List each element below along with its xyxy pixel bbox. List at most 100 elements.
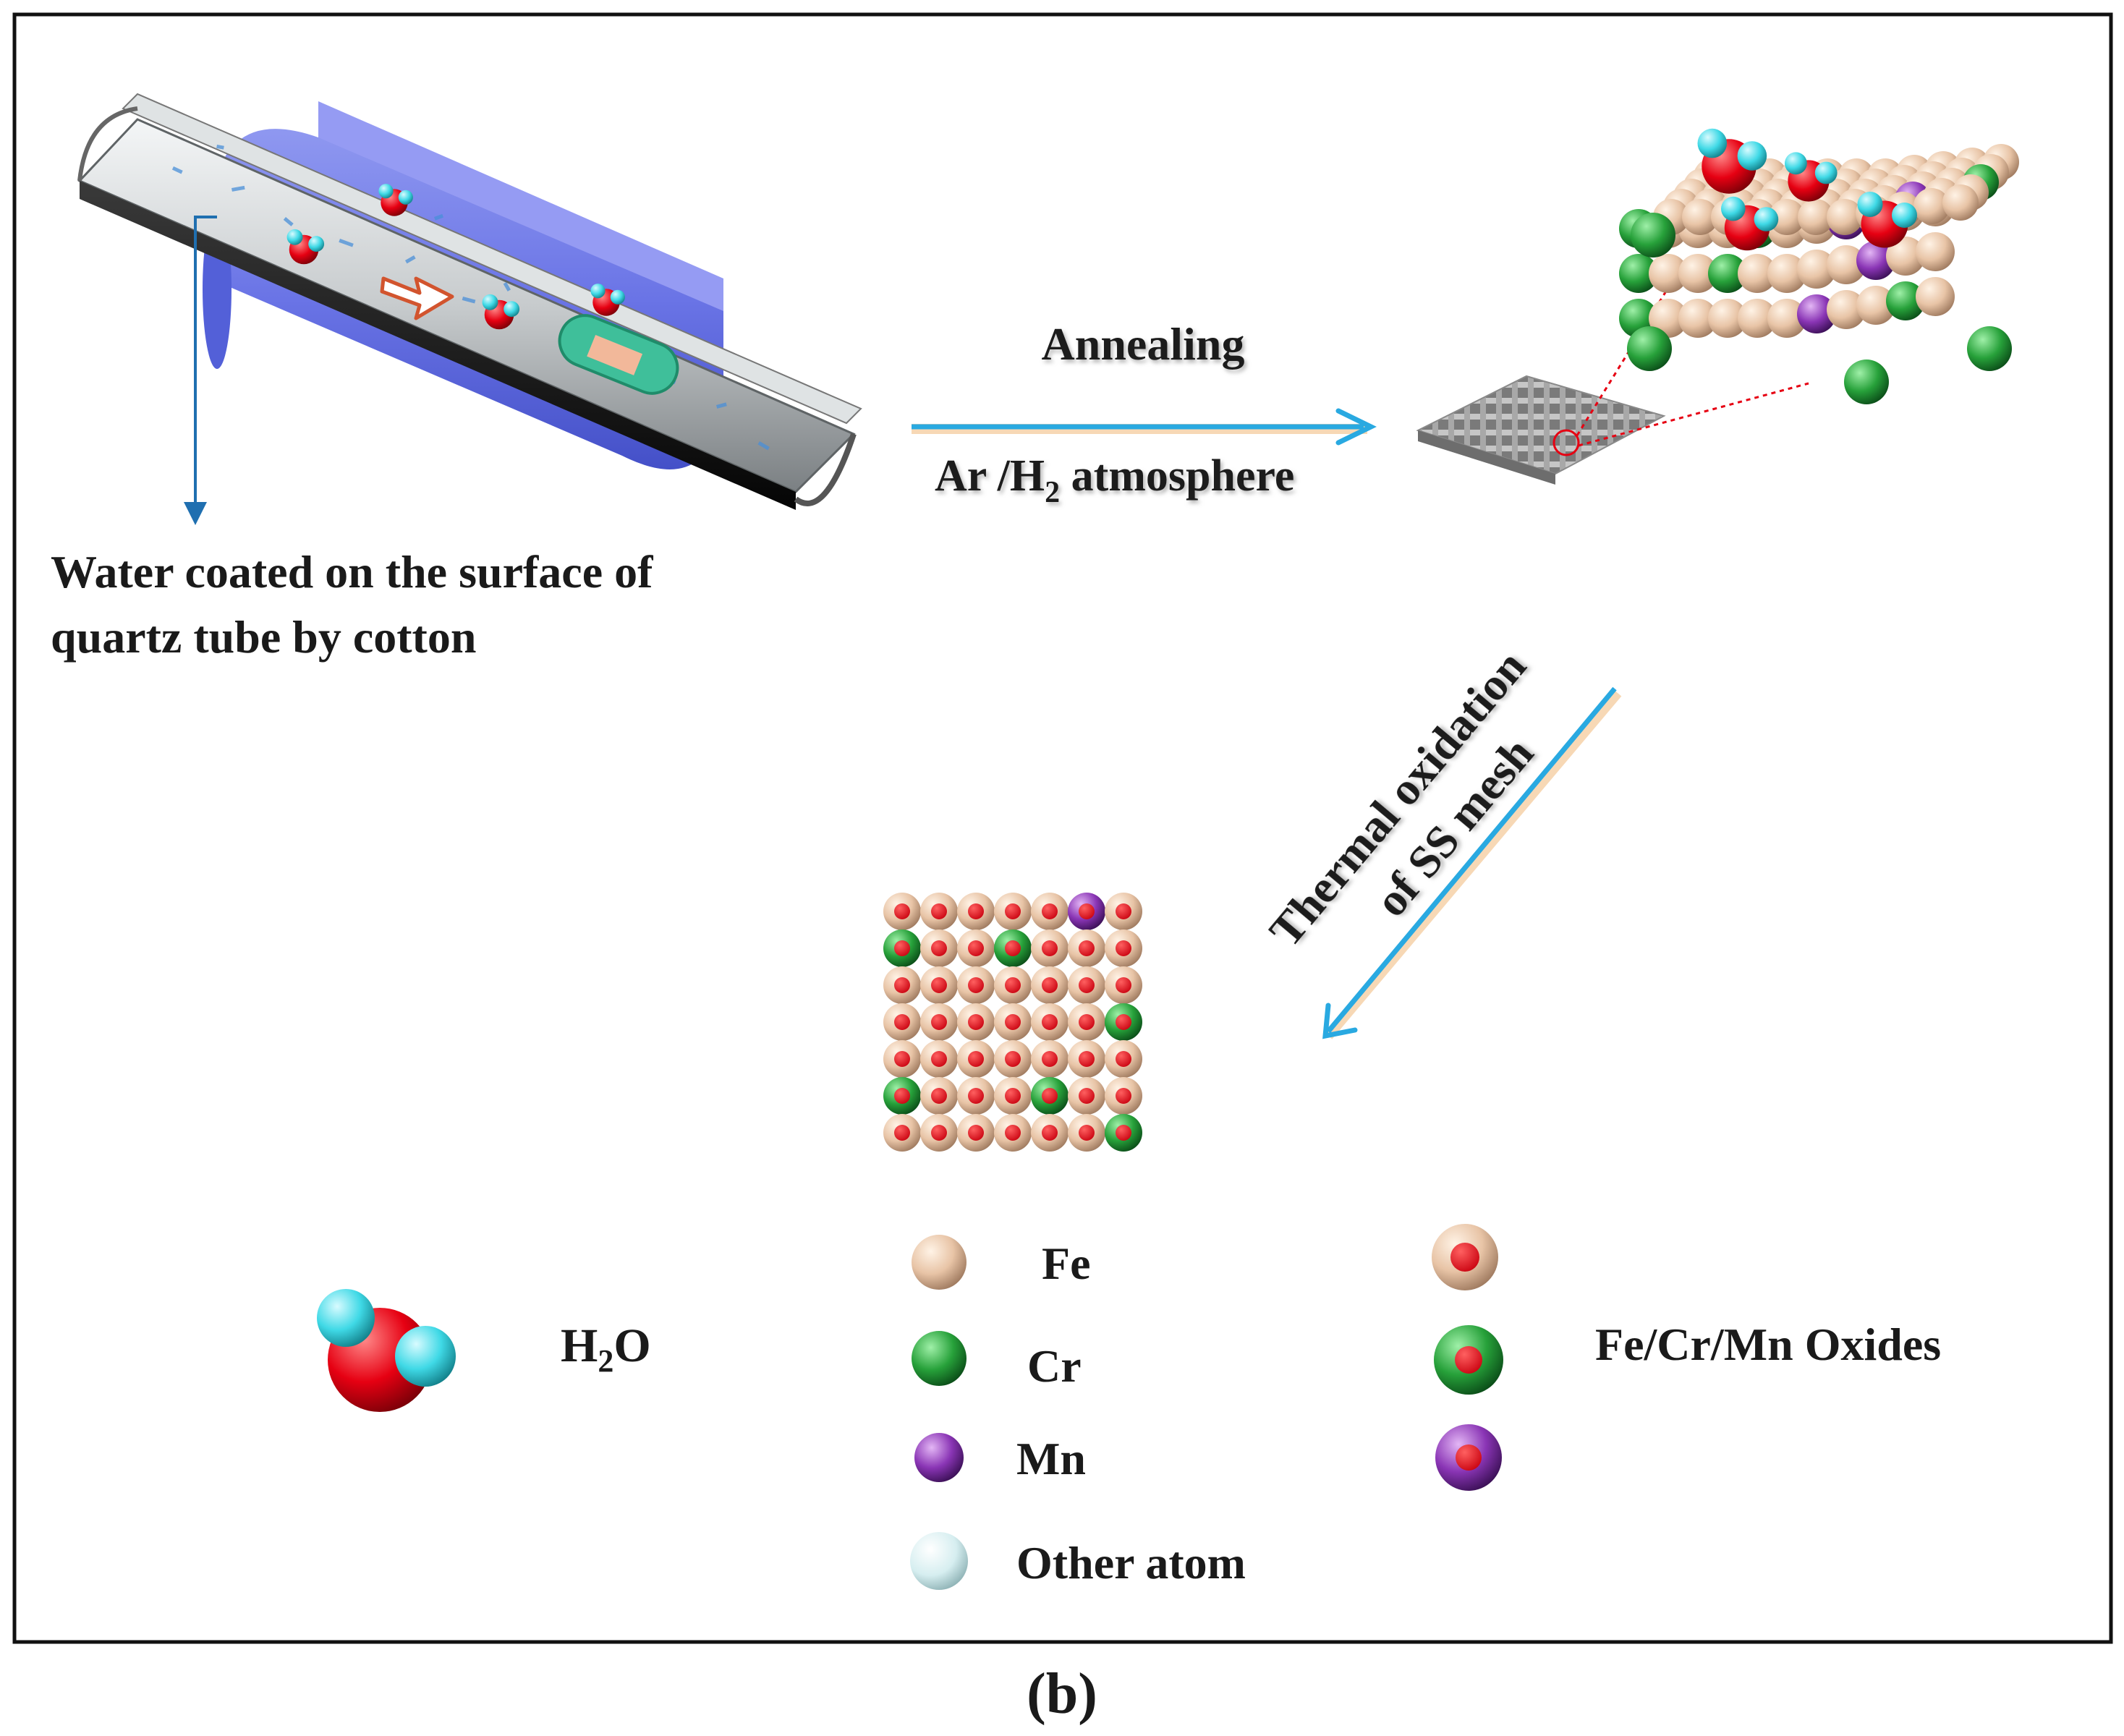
oxide-oxygen-core <box>1079 1051 1095 1067</box>
oxide-oxygen-core <box>1042 1014 1058 1030</box>
panel-label: (b) <box>1027 1662 1097 1726</box>
figure-frame <box>12 12 2113 1644</box>
oxide-oxygen-core <box>1116 977 1131 993</box>
legend-cr-label: Cr <box>1027 1340 1082 1392</box>
legend-mn-label: Mn <box>1016 1433 1086 1484</box>
legend-water-label: H2O <box>561 1319 651 1379</box>
legend-water-swatch <box>317 1289 456 1412</box>
oxide-oxygen-core <box>1079 1125 1095 1141</box>
lattice-atom <box>1827 245 1866 284</box>
oxide-oxygen-core <box>968 903 984 919</box>
oxide-oxygen-core <box>894 977 910 993</box>
lattice-atom <box>1708 254 1747 293</box>
oxide-oxygen-core <box>931 1051 947 1067</box>
lattice-atom <box>1738 299 1777 338</box>
lattice-atom <box>1767 299 1806 338</box>
lattice-surface-atom <box>1913 188 1950 224</box>
legend-fe-oxide-swatch <box>1432 1224 1498 1290</box>
oxide-oxygen-core <box>1042 940 1058 956</box>
lattice-atom <box>1916 277 1955 316</box>
lattice-atom <box>1649 299 1688 338</box>
oxide-oxygen-core <box>931 1088 947 1104</box>
oxide-oxygen-core <box>931 1125 947 1141</box>
lattice-atom <box>1619 254 1658 293</box>
oxide-oxygen-core <box>1116 1088 1131 1104</box>
lattice-atom <box>1627 326 1672 371</box>
legend-mn-swatch <box>914 1433 964 1482</box>
annealing-label: Annealing <box>1042 318 1245 370</box>
water-note-line-1: Water coated on the surface of <box>51 546 653 597</box>
lattice-atom <box>1649 254 1688 293</box>
lattice-atom <box>1767 254 1806 293</box>
legend-fe-label: Fe <box>1042 1238 1091 1289</box>
oxide-oxygen-core <box>1042 903 1058 919</box>
oxide-oxygen-core <box>931 977 947 993</box>
legend-cr-swatch <box>912 1331 967 1386</box>
lattice-atom <box>1886 281 1925 320</box>
legend-oxides-label: Fe/Cr/Mn Oxides <box>1595 1319 1941 1370</box>
lattice-atom <box>1708 299 1747 338</box>
legend-mn-oxide-swatch <box>1435 1424 1502 1491</box>
lattice-surface-atom <box>1769 199 1805 235</box>
oxide-oxygen-core <box>931 940 947 956</box>
lattice-atom <box>1856 241 1895 280</box>
oxide-oxygen-core <box>931 903 947 919</box>
oxide-oxygen-core <box>1116 1014 1131 1030</box>
oxide-oxygen-core <box>1079 1088 1095 1104</box>
legend-other-swatch <box>910 1532 968 1590</box>
lattice-surface-atom <box>1798 199 1834 235</box>
oxide-oxygen-core <box>1079 903 1095 919</box>
oxide-oxygen-core <box>1116 940 1131 956</box>
oxide-oxygen-core <box>1042 1125 1058 1141</box>
oxide-oxygen-core <box>1079 977 1095 993</box>
legend-fe-swatch <box>912 1235 967 1290</box>
oxide-oxygen-core <box>931 1014 947 1030</box>
lattice-atom <box>1886 237 1925 276</box>
oxide-oxygen-core <box>1079 940 1095 956</box>
oxide-oxygen-core <box>1042 1051 1058 1067</box>
oxide-oxygen-core <box>894 1051 910 1067</box>
oxide-oxygen-core <box>894 940 910 956</box>
oxide-oxygen-core <box>1005 1014 1021 1030</box>
oxide-oxygen-core <box>1005 1051 1021 1067</box>
oxide-oxygen-core <box>894 903 910 919</box>
oxide-oxygen-core <box>1005 940 1021 956</box>
oxide-oxygen-core <box>894 1088 910 1104</box>
lattice-surface-atom <box>1942 184 1979 221</box>
surface-lattice-illustration <box>1619 128 2019 404</box>
oxide-oxygen-core <box>1116 903 1131 919</box>
lattice-atom <box>1967 326 2012 371</box>
legend: H2O Fe Cr Mn Other atom Fe/Cr/Mn Oxides <box>317 1224 1941 1590</box>
oxide-oxygen-core <box>968 1051 984 1067</box>
lattice-atom <box>1631 213 1675 258</box>
oxide-oxygen-core <box>894 1014 910 1030</box>
lattice-atom <box>1856 286 1895 325</box>
oxide-oxygen-core <box>1116 1051 1131 1067</box>
oxide-oxygen-core <box>968 1014 984 1030</box>
oxide-oxygen-core <box>1116 1125 1131 1141</box>
legend-other-label: Other atom <box>1016 1537 1246 1588</box>
lattice-atom <box>1738 254 1777 293</box>
oxide-lattice-illustration <box>883 893 1142 1152</box>
lattice-atom <box>1678 254 1717 293</box>
oxidation-arrow <box>1322 686 1622 1039</box>
oxide-oxygen-core <box>968 940 984 956</box>
lattice-atom <box>1827 290 1866 329</box>
lattice-surface-atom <box>1682 199 1718 235</box>
oxide-oxygen-core <box>968 1088 984 1104</box>
lattice-atom <box>1797 294 1836 333</box>
tube-furnace-illustration <box>77 93 862 525</box>
oxide-oxygen-core <box>1005 977 1021 993</box>
water-note-line-2: quartz tube by cotton <box>51 611 476 663</box>
annealing-arrow <box>912 408 1377 446</box>
oxide-oxygen-core <box>894 1125 910 1141</box>
lattice-surface-atom <box>1827 199 1863 235</box>
oxide-oxygen-core <box>1079 1014 1095 1030</box>
oxide-oxygen-core <box>968 977 984 993</box>
atmosphere-label: Ar /H2 atmosphere <box>935 451 1294 509</box>
oxide-oxygen-core <box>1042 977 1058 993</box>
lattice-atom <box>1844 359 1889 404</box>
lattice-atom <box>1916 232 1955 271</box>
legend-cr-oxide-swatch <box>1434 1325 1503 1395</box>
